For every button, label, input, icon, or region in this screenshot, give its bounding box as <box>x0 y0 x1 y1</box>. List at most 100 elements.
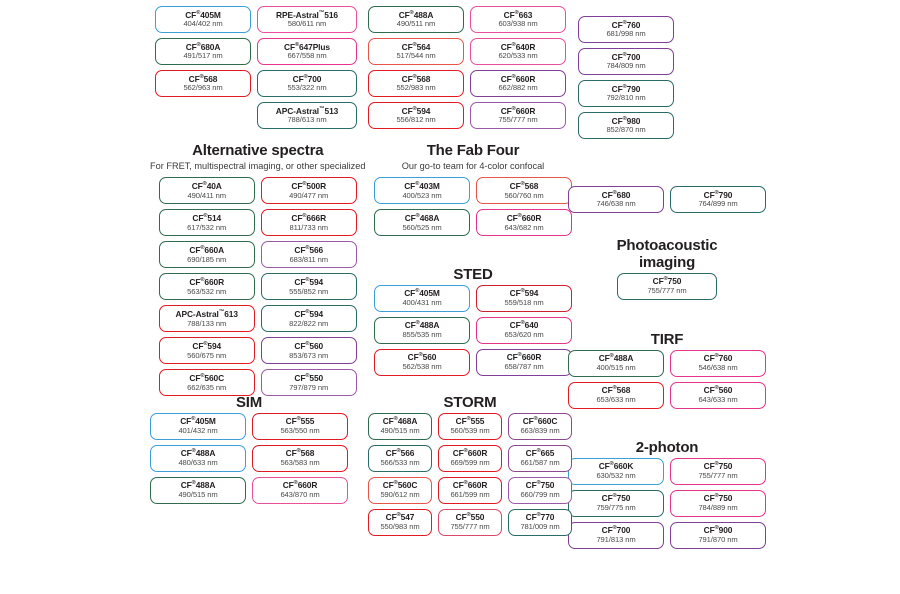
trademark-symbol: ® <box>296 416 301 423</box>
dye-name: CF®660R <box>282 480 318 491</box>
dye-name: CF®790 <box>703 189 733 200</box>
dye-wavelengths: 404/402 nm <box>183 19 223 29</box>
dye-wavelengths: 661/587 nm <box>520 458 560 468</box>
group-heading-photoacoustic: Photoacoustic imaging <box>616 237 718 271</box>
trademark-symbol: ® <box>466 512 471 519</box>
dye-name: CF®700 <box>611 51 641 62</box>
dye-name: CF®594 <box>509 288 539 299</box>
group-heading-alternative-spectra: Alternative spectra <box>192 142 324 159</box>
dye-name: CF®660R <box>500 105 536 116</box>
dye-name: CF®900 <box>703 525 733 536</box>
dye-wavelengths: 546/638 nm <box>698 363 738 373</box>
trademark-symbol: ® <box>622 51 627 58</box>
dye-wavelengths: 791/813 nm <box>596 535 636 545</box>
group-subtitle-fab-four: Our go-to team for 4-color confocal <box>401 160 545 171</box>
dye-wavelengths: 400/523 nm <box>402 190 442 200</box>
dye-name: CF®680 <box>601 189 631 200</box>
dye-wavelengths: 400/515 nm <box>596 363 636 373</box>
trademark-symbol: ® <box>622 19 627 26</box>
